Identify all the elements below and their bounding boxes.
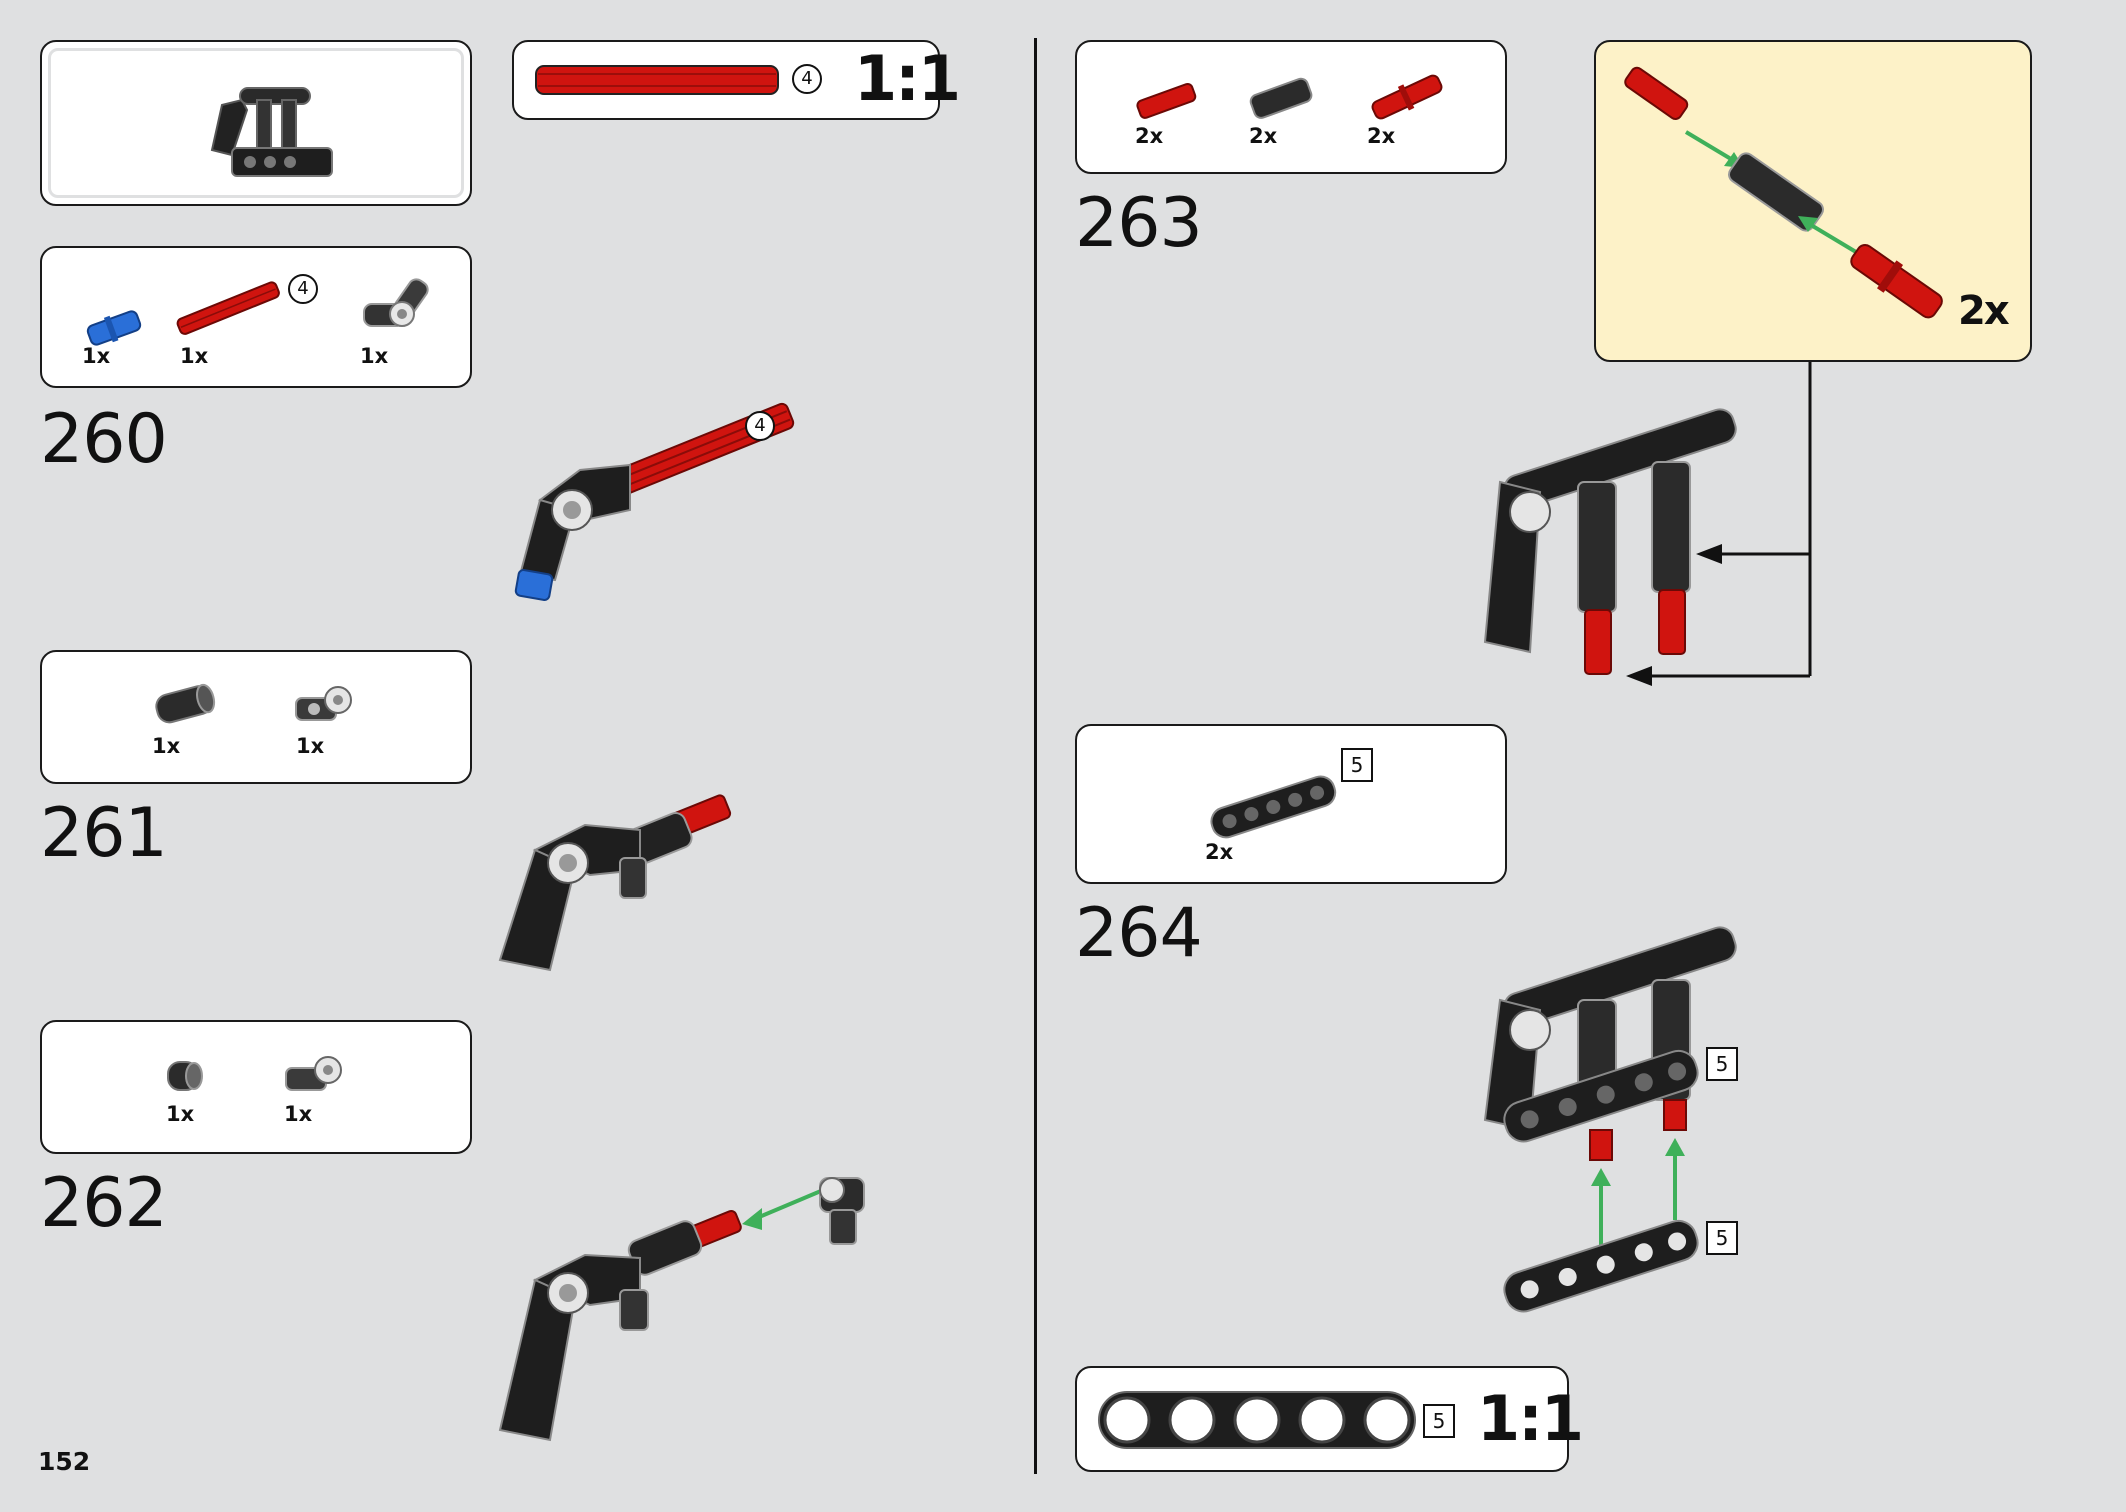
step-number-262: 262 — [40, 1164, 168, 1243]
part-length-box: 5 — [1341, 748, 1373, 782]
step-number-263: 263 — [1075, 184, 1203, 263]
scale-label: 1:1 — [1477, 1382, 1584, 1455]
step-264-assembly — [1483, 926, 1737, 1313]
beam-5-icon — [1210, 775, 1337, 839]
step-number-264: 264 — [1075, 894, 1203, 973]
black-bush-short-icon — [167, 1061, 203, 1091]
black-bush-icon — [155, 683, 216, 724]
blue-pin-icon — [86, 310, 142, 346]
red-friction-pin-icon — [1371, 74, 1443, 120]
red-axle-pin-icon — [1136, 82, 1197, 119]
step-263-assembly — [1483, 362, 1812, 686]
part-length-box: 5 — [1706, 1047, 1738, 1081]
page-divider — [1034, 38, 1037, 1474]
qty-label: 1x — [152, 734, 181, 758]
scale-box-beam: 5 1:1 — [1075, 1366, 1584, 1472]
qty-label: 1x — [166, 1102, 195, 1126]
step-264-parts-box: 5 2x — [1075, 724, 1507, 884]
beam-5-scale-icon — [1098, 1391, 1416, 1449]
part-length-box: 5 — [1423, 1404, 1455, 1438]
step-260-parts-box: 1x 4 1x 1x — [40, 246, 472, 388]
red-axle-4-icon — [535, 65, 779, 95]
scale-label: 1:1 — [854, 42, 961, 115]
qty-label: 2x — [1367, 124, 1396, 148]
red-axle-icon — [176, 281, 280, 335]
step-263-parts-box: 2x 2x 2x — [1075, 40, 1507, 174]
qty-label: 2x — [1205, 840, 1234, 864]
step-number-261: 261 — [40, 794, 168, 873]
step-262-parts-box: 1x 1x — [40, 1020, 472, 1154]
step-261-parts-box: 1x 1x — [40, 650, 472, 784]
qty-label: 1x — [296, 734, 325, 758]
qty-label: 2x — [1135, 124, 1164, 148]
part-ref-circle: 4 — [288, 274, 318, 304]
cross-connector-icon — [295, 686, 352, 721]
step-261-assembly — [498, 794, 732, 972]
qty-label: 1x — [284, 1102, 313, 1126]
black-connector-icon — [1249, 77, 1313, 119]
step-262-assembly — [498, 1177, 865, 1442]
angle-connector-icon — [363, 278, 429, 327]
qty-label: 1x — [360, 344, 389, 368]
qty-label: 1x — [180, 344, 209, 368]
part-ref-circle: 4 — [792, 64, 822, 94]
qty-label: 2x — [1249, 124, 1278, 148]
scale-box-axle: 4 1:1 — [512, 40, 961, 120]
subassembly-diagram — [1624, 66, 1943, 319]
model-thumbnail — [210, 87, 333, 177]
cross-connector-icon — [285, 1056, 342, 1091]
step-number-260: 260 — [40, 400, 168, 479]
qty-label: 1x — [82, 344, 111, 368]
subassembly-count: 2x — [1958, 288, 2010, 334]
part-ref-circle: 4 — [745, 411, 775, 441]
page-number: 152 — [38, 1447, 91, 1476]
part-length-box: 5 — [1706, 1221, 1738, 1255]
subassembly-box: 2x — [1594, 40, 2032, 362]
result-thumbnail-box — [40, 40, 472, 206]
